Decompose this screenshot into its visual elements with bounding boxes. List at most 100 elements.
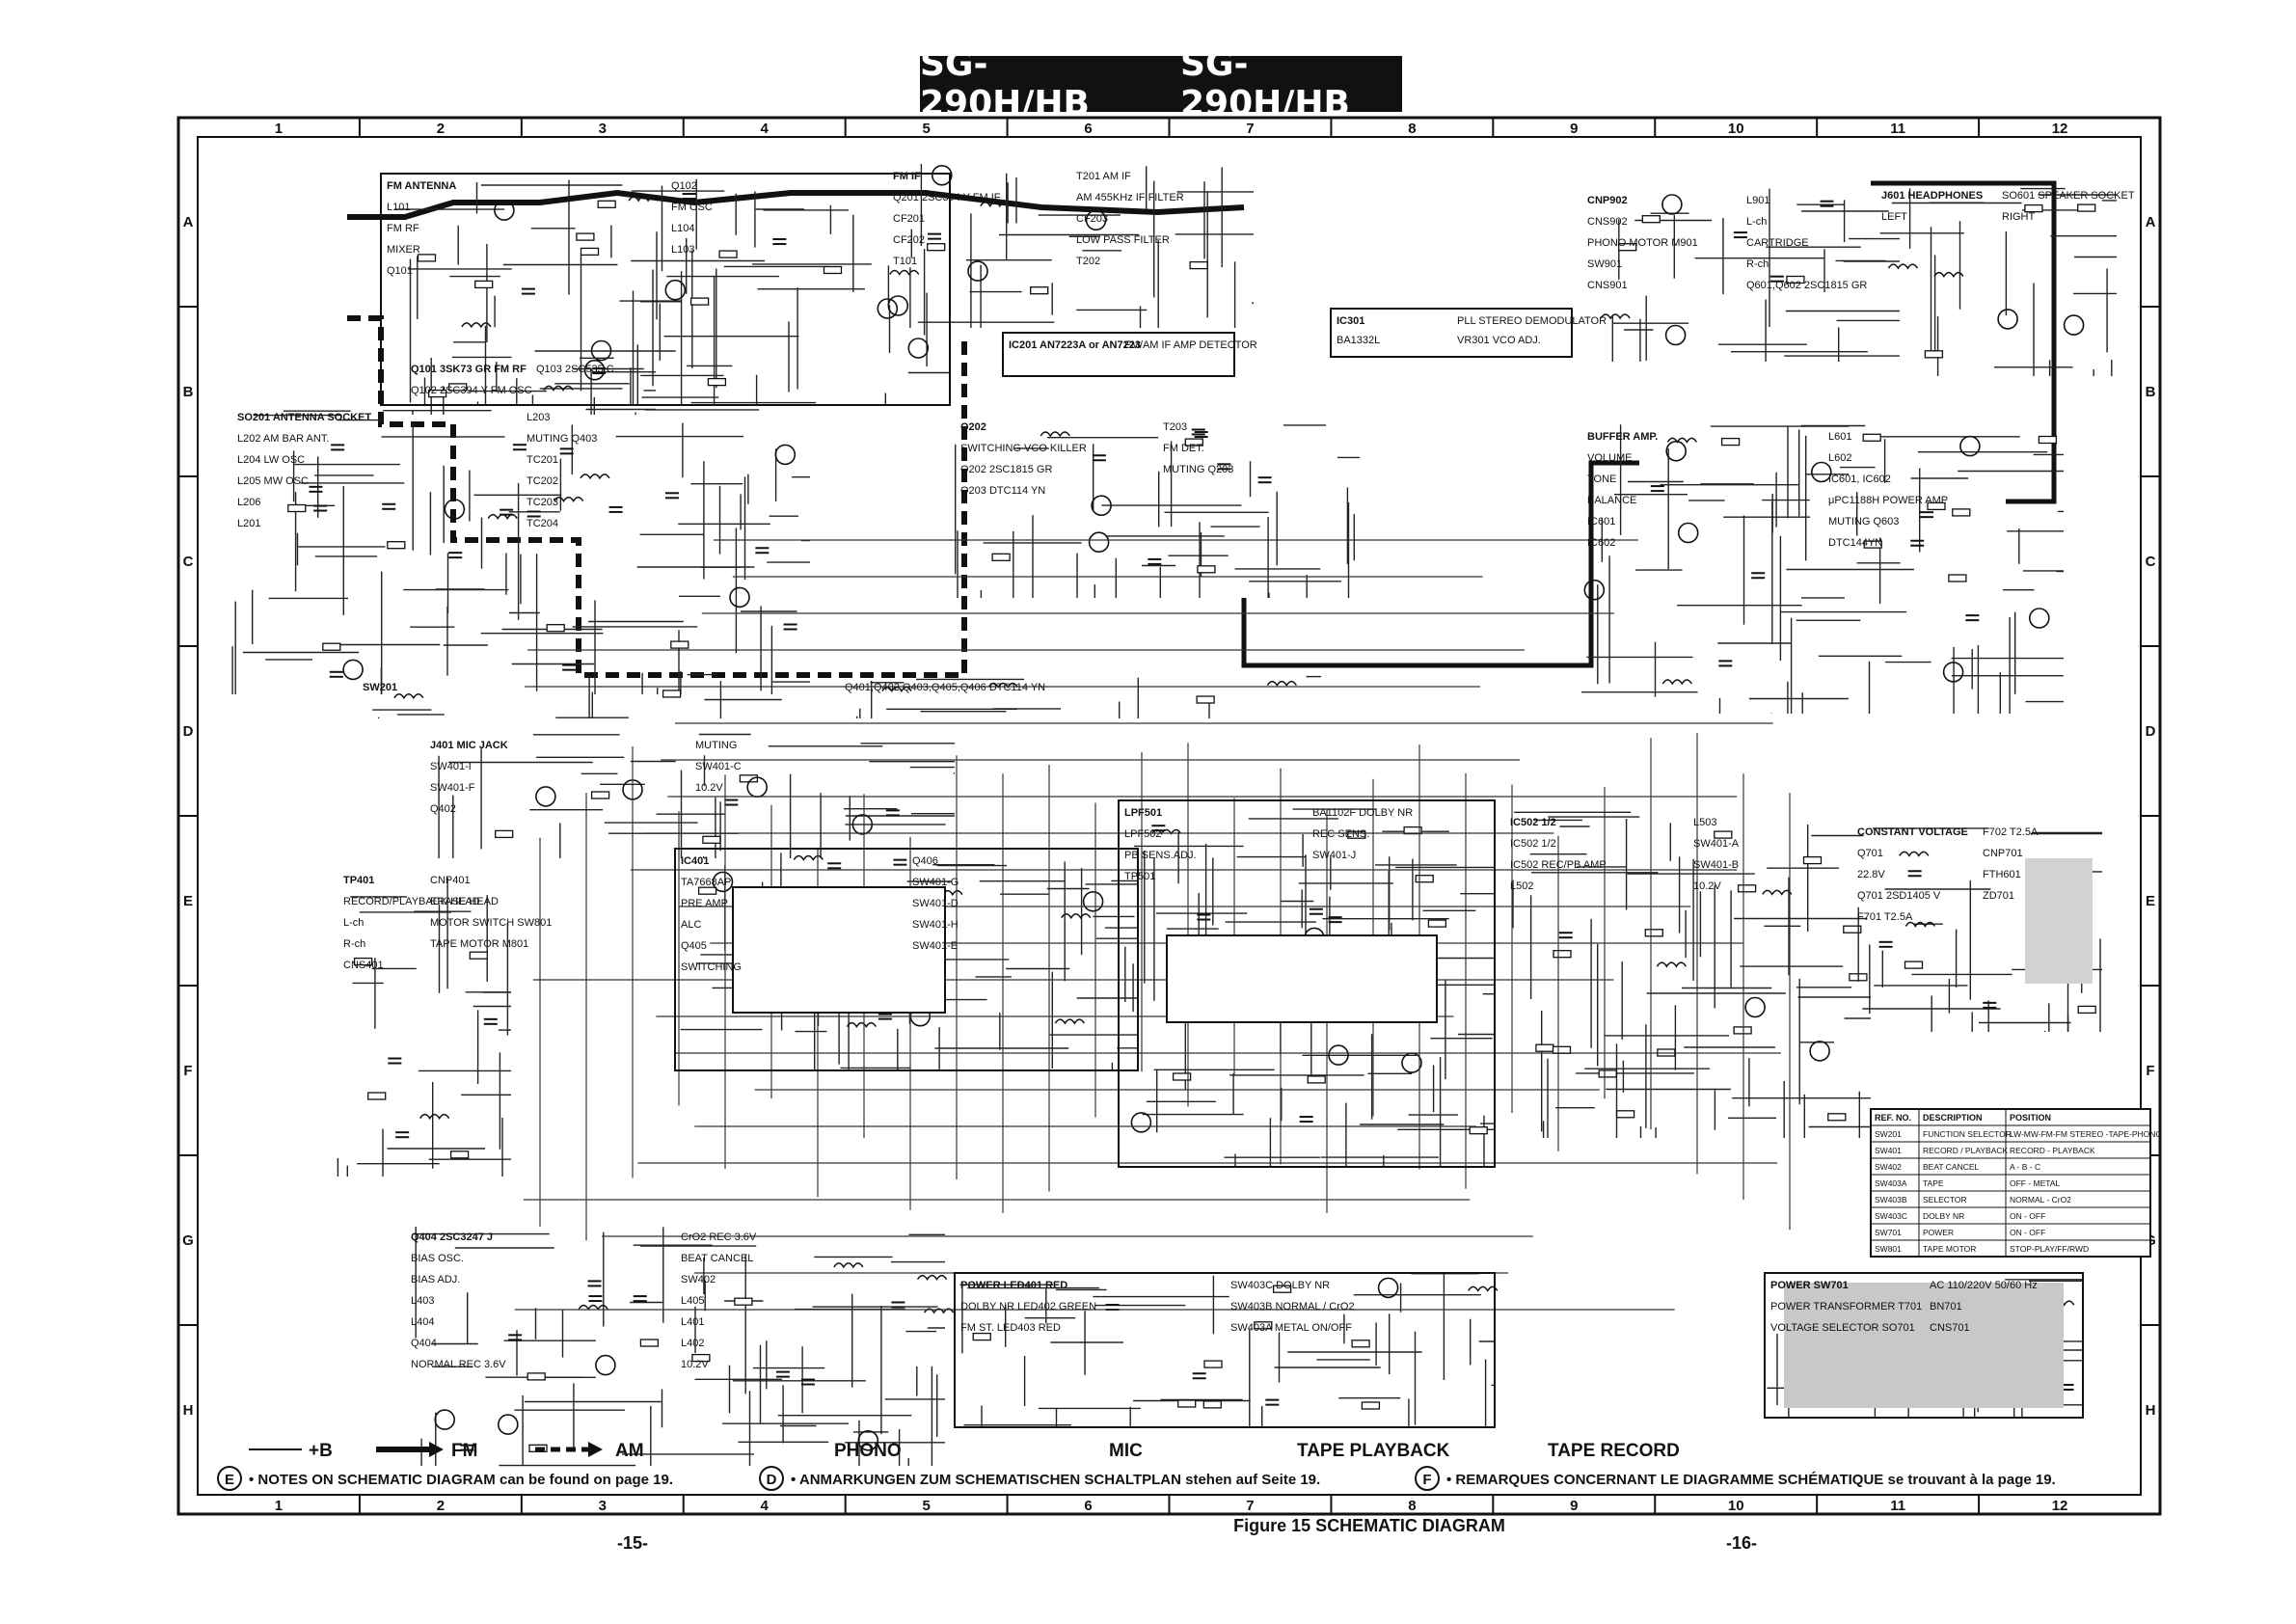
component-label: L-ch xyxy=(1746,216,1767,228)
resistor-symbol xyxy=(1948,574,1967,582)
grid-column-label-top: 4 xyxy=(761,121,770,137)
component-label: BEAT CANCEL xyxy=(681,1253,753,1264)
transistor-symbol xyxy=(1661,194,1683,215)
transistor-symbol xyxy=(434,1409,456,1430)
switch-table-cell: ON - OFF xyxy=(2010,1228,2045,1237)
switch-table-cell: SELECTOR xyxy=(1923,1195,1967,1204)
grid-row-label-left: G xyxy=(182,1232,194,1249)
resistor-symbol xyxy=(527,1372,546,1381)
legend-item: TAPE PLAYBACK xyxy=(1297,1441,1450,1461)
component-label: BN701 xyxy=(1930,1301,1962,1313)
component-label: TC204 xyxy=(527,518,558,529)
legend-item: TAPE RECORD xyxy=(1548,1441,1680,1461)
component-label: J401 MIC JACK xyxy=(430,740,508,751)
switch-table-cell: SW801 xyxy=(1875,1244,1902,1254)
resistor-symbol xyxy=(1030,286,1049,295)
component-label: Q401,Q402,Q403,Q405,Q406 DTC114 YN xyxy=(845,682,1045,693)
coil-symbol xyxy=(924,1308,955,1314)
component-label: SW401-G xyxy=(912,877,959,888)
page-number-right: -16- xyxy=(1726,1533,1758,1553)
component-label: BA1332L xyxy=(1337,335,1380,346)
component-label: IC602 xyxy=(1587,537,1615,549)
legend-label: TAPE PLAYBACK xyxy=(1297,1441,1450,1461)
component-label: R-ch xyxy=(1746,258,1769,270)
legend-item: +B xyxy=(249,1441,333,1461)
component-label: BIAS OSC. xyxy=(411,1253,464,1264)
resistor-symbol xyxy=(1254,1321,1273,1330)
component-label: LOW PASS FILTER xyxy=(1076,234,1170,246)
component-label: Q404 2SC3247 J xyxy=(411,1232,493,1243)
component-label: L405 xyxy=(681,1295,704,1307)
legend-label: TAPE RECORD xyxy=(1548,1441,1680,1461)
notes-block: E• NOTES ON SCHEMATIC DIAGRAM can be fou… xyxy=(217,1466,2056,1491)
resistor-symbol xyxy=(670,640,689,649)
coil-symbol xyxy=(1661,679,1692,686)
resistor-symbol xyxy=(1197,565,1216,574)
grid-column-label-bottom: 5 xyxy=(922,1498,930,1514)
note-text: • REMARQUES CONCERNANT LE DIAGRAMME SCHÉ… xyxy=(1446,1472,2056,1488)
note-badge xyxy=(1415,1466,1440,1491)
resistor-symbol xyxy=(927,243,946,252)
coil-symbol xyxy=(889,269,920,276)
block-outline xyxy=(380,173,951,406)
resistor-symbol xyxy=(417,254,437,262)
component-label: T202 xyxy=(1076,256,1100,267)
resistor-symbol xyxy=(597,200,616,208)
note-text: • NOTES ON SCHEMATIC DIAGRAM can be foun… xyxy=(249,1472,673,1488)
switch-table-cell: OFF - METAL xyxy=(2010,1178,2061,1188)
transistor-symbol xyxy=(1959,435,1981,457)
block-outline xyxy=(1118,799,1496,1168)
figure-caption: Figure 15 SCHEMATIC DIAGRAM xyxy=(1233,1516,1505,1535)
component-label: Q402 xyxy=(430,803,456,815)
transistor-symbol xyxy=(664,279,687,301)
component-label: L205 MW OSC xyxy=(237,475,309,487)
component-label: DOLBY NR LED402 GREEN xyxy=(960,1301,1096,1313)
component-label: IC601 xyxy=(1587,516,1615,528)
coil-symbol xyxy=(543,385,574,392)
transistor-symbol xyxy=(535,786,556,807)
coil-symbol xyxy=(578,1304,608,1311)
resistor-symbol xyxy=(718,250,738,258)
component-label: Q101 xyxy=(387,265,413,277)
resistor-symbol xyxy=(1347,830,1366,839)
grid-row-label-left: E xyxy=(183,893,193,909)
grid-column-label-bottom: 4 xyxy=(761,1498,770,1514)
note-item: D• ANMARKUNGEN ZUM SCHEMATISCHEN SCHALTP… xyxy=(759,1466,1320,1491)
resistor-symbol xyxy=(734,1297,753,1306)
note-badge xyxy=(759,1466,784,1491)
legend-label: +B xyxy=(309,1441,333,1461)
resistor-symbol xyxy=(1203,1360,1223,1368)
resistor-symbol xyxy=(691,1353,711,1363)
resistor-symbol xyxy=(823,265,843,275)
component-label: PB SENS.ADJ. xyxy=(1124,850,1197,861)
component-label: FM IF xyxy=(893,171,921,182)
transistor-symbol xyxy=(595,1354,616,1376)
component-label: NORMAL REC 3.6V xyxy=(411,1359,506,1370)
component-label: L-ch xyxy=(343,917,364,929)
component-label: FM ST. LED403 RED xyxy=(960,1322,1061,1334)
switch-table-cell: SW403C xyxy=(1875,1211,1907,1221)
resistor-symbol xyxy=(353,957,373,966)
legend-item: FM xyxy=(376,1441,477,1461)
coil-symbol xyxy=(628,196,659,203)
transistor-symbol xyxy=(1091,495,1112,517)
component-label: F702 T2.5A xyxy=(1983,826,2039,838)
ic301-body xyxy=(1330,308,1573,358)
coil-symbol xyxy=(419,1113,450,1121)
component-label: IC502 REC/PB AMP xyxy=(1510,859,1607,871)
grid-column-label-top: 8 xyxy=(1408,121,1416,137)
resistor-symbol xyxy=(1307,1075,1326,1084)
grid-column-label-bottom: 3 xyxy=(599,1498,607,1514)
coil-symbol xyxy=(980,201,1011,208)
switch-table-cell: SW403B xyxy=(1875,1195,1907,1204)
component-label: L103 xyxy=(671,244,694,256)
transistor-symbol xyxy=(583,359,606,381)
resistor-symbol xyxy=(1618,243,1637,252)
